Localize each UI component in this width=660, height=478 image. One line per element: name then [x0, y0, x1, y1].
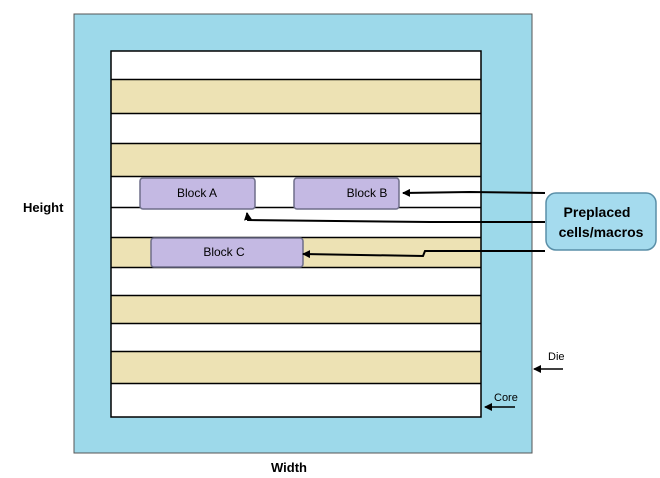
preplaced-callout: Preplaced cells/macros — [545, 192, 657, 251]
die-label: Die — [548, 351, 565, 363]
core-row — [111, 51, 481, 79]
core-row — [111, 268, 481, 295]
core-rows — [111, 51, 481, 417]
core-row — [111, 114, 481, 143]
core-row — [111, 80, 481, 113]
arrow-to-block-b — [402, 188, 546, 197]
core-row — [111, 296, 481, 323]
callout-line-2: cells/macros — [559, 224, 644, 240]
core-row — [111, 352, 481, 383]
block-c: Block C — [150, 237, 304, 268]
block-a-rect — [139, 177, 256, 210]
core-label: Core — [494, 392, 518, 404]
core-row — [111, 324, 481, 351]
block-a: Block A — [139, 177, 256, 210]
block-b: Block B — [293, 177, 400, 210]
core-outline — [110, 50, 482, 418]
callout-box — [545, 192, 657, 251]
height-label: Height — [23, 200, 64, 215]
callout-arrows — [244, 188, 546, 259]
block-c-label: Block C — [203, 245, 245, 259]
block-b-label: Block B — [347, 186, 388, 200]
core-row — [111, 384, 481, 417]
core-row — [111, 144, 481, 176]
arrow-to-block-c — [302, 250, 545, 259]
block-a-label: Block A — [177, 186, 217, 200]
arrow-to-block-a — [244, 212, 545, 223]
width-label: Width — [271, 460, 307, 475]
block-b-rect — [293, 177, 400, 210]
callout-line-1: Preplaced — [564, 204, 631, 220]
